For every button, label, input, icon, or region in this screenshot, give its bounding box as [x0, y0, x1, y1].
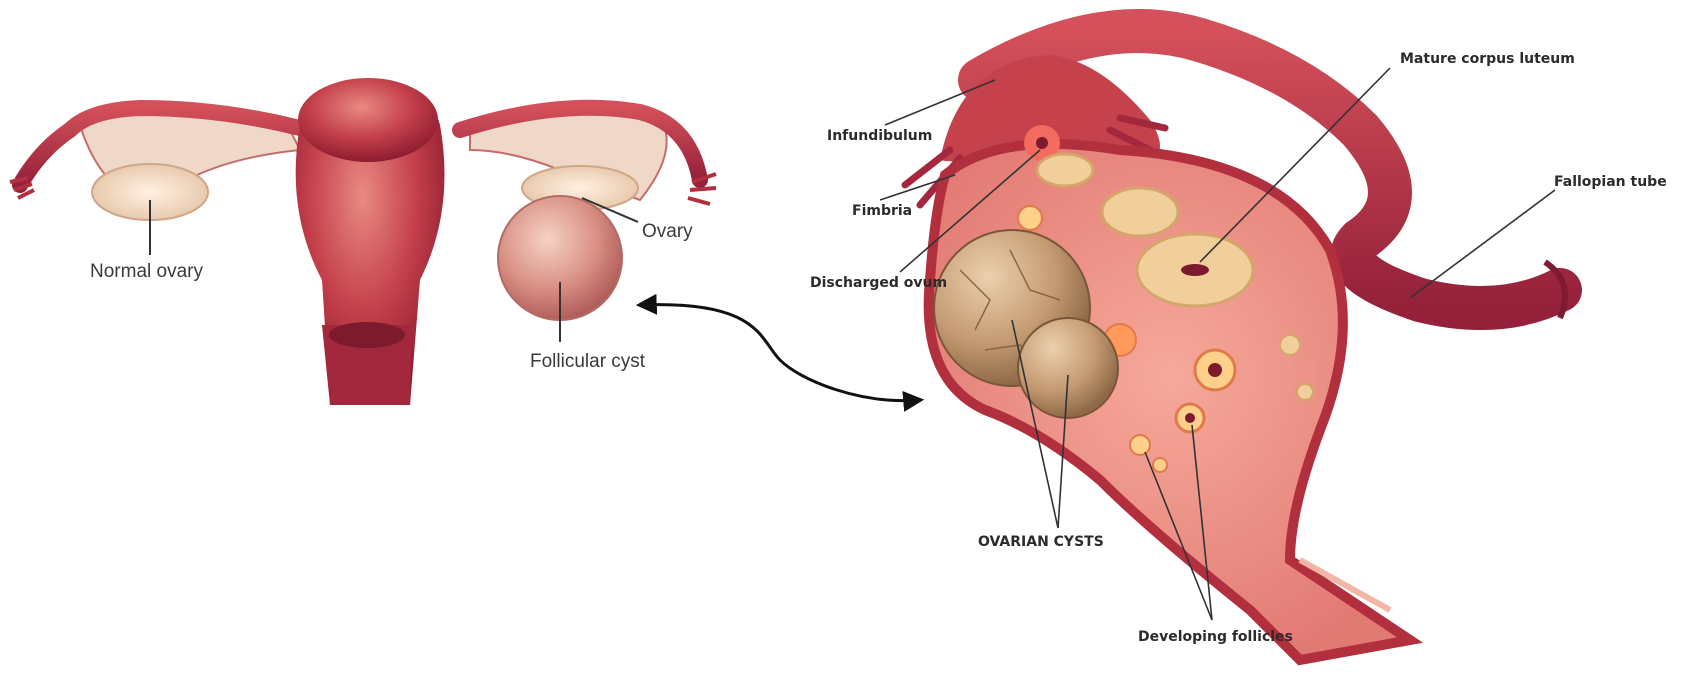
ovary-cross-section [905, 31, 1565, 660]
cervical-opening [329, 322, 405, 348]
label-normal-ovary: Normal ovary [90, 262, 203, 281]
label-mature-corpus-luteum: Mature corpus luteum [1400, 52, 1575, 66]
label-ovarian-cysts: OVARIAN CYSTS [978, 535, 1104, 549]
label-fallopian-tube: Fallopian tube [1554, 175, 1667, 189]
label-developing-follicles: Developing follicles [1138, 630, 1293, 644]
corpus-luteum-small [1102, 188, 1178, 236]
double-arrow [640, 305, 920, 401]
label-follicular-cyst: Follicular cyst [530, 352, 645, 371]
label-discharged-ovum: Discharged ovum [810, 276, 947, 290]
ovarian-cyst-small [1018, 318, 1118, 418]
label-fimbria: Fimbria [852, 204, 912, 218]
label-infundibulum: Infundibulum [827, 129, 932, 143]
label-ovary: Ovary [642, 222, 693, 241]
uterus-fundus [298, 78, 438, 162]
